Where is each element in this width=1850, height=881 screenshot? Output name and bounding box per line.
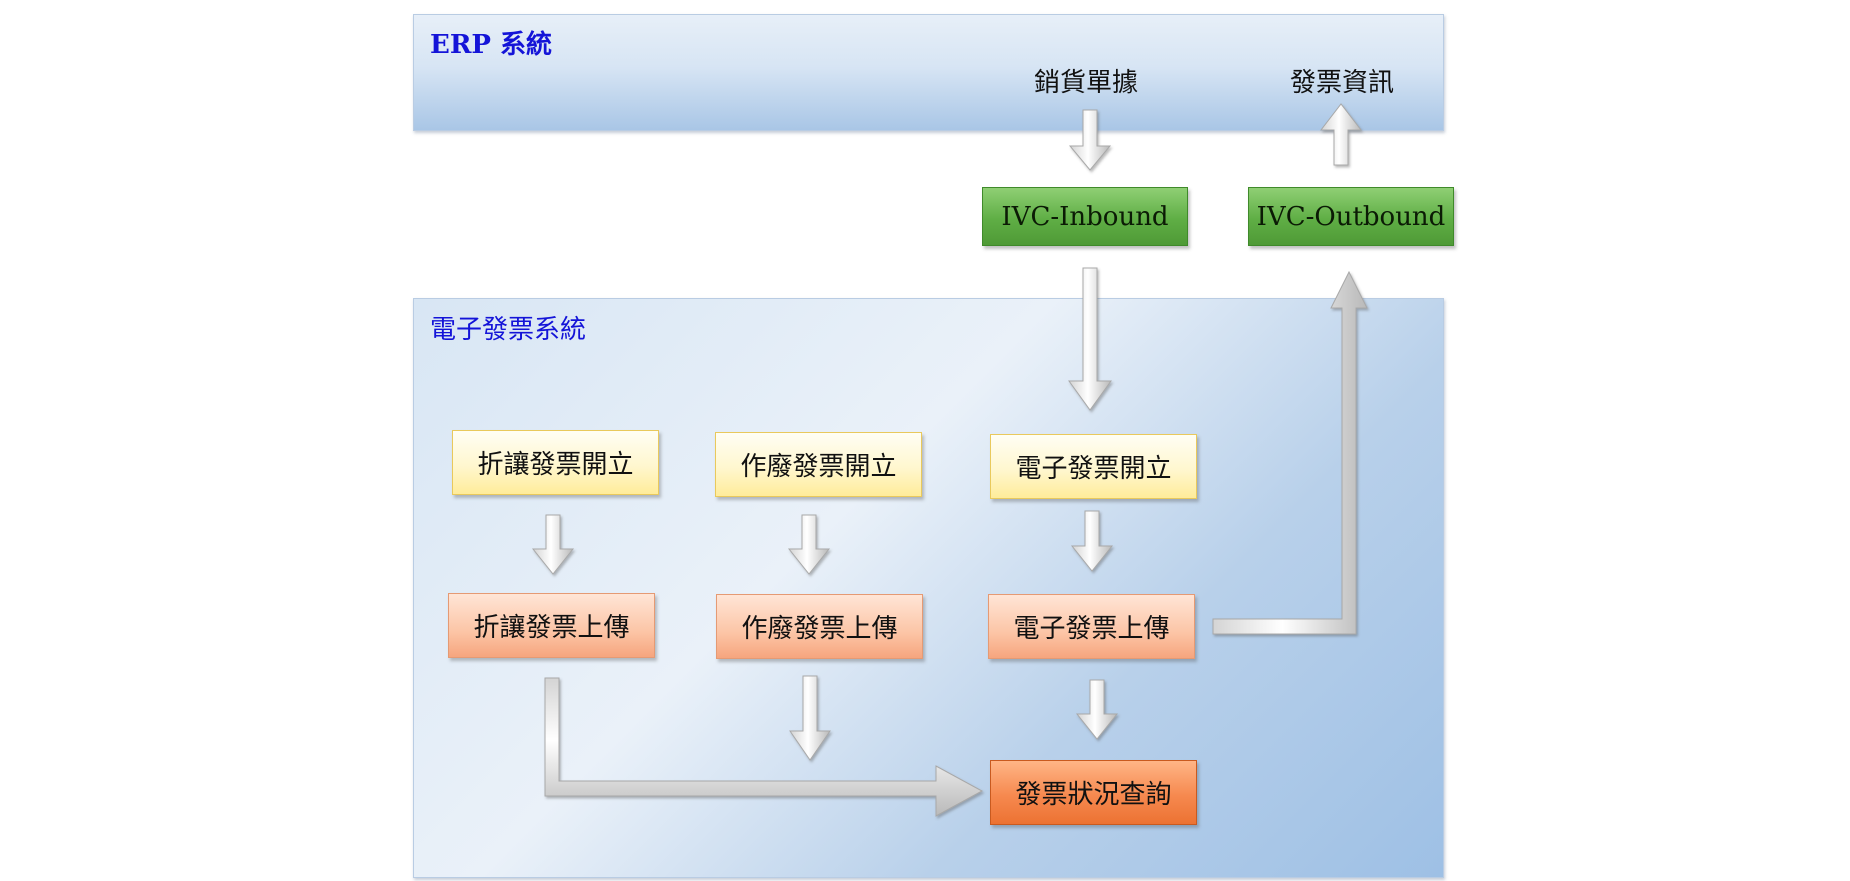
discount-invoice-issue-box: 折讓發票開立 bbox=[452, 430, 659, 495]
arrow-void-upload-down bbox=[789, 675, 831, 761]
arrow-discount-upload-to-query bbox=[544, 677, 984, 817]
arrow-outbound-to-invoice-info bbox=[1319, 103, 1363, 166]
arrow-void-issue-to-upload bbox=[787, 514, 831, 575]
sales-docs-label: 銷貨單據 bbox=[1034, 68, 1139, 98]
erp-system-panel bbox=[413, 14, 1444, 131]
ivc-outbound-box: IVC-Outbound bbox=[1248, 187, 1454, 246]
void-invoice-issue-box: 作廢發票開立 bbox=[715, 432, 922, 497]
invoice-status-query-box: 發票狀況查詢 bbox=[990, 760, 1197, 825]
invoice-info-label: 發票資訊 bbox=[1290, 68, 1395, 98]
einvoice-panel-title: 電子發票系統 bbox=[430, 315, 587, 345]
discount-invoice-upload-box: 折讓發票上傳 bbox=[448, 593, 655, 658]
arrow-sales-to-inbound bbox=[1068, 109, 1112, 171]
arrow-inbound-to-einvoice-issue bbox=[1068, 267, 1112, 411]
erp-panel-title: ERP 系統 bbox=[430, 30, 553, 60]
einvoice-upload-box: 電子發票上傳 bbox=[988, 594, 1195, 659]
arrow-einvoice-issue-to-upload bbox=[1070, 510, 1114, 572]
void-invoice-upload-box: 作廢發票上傳 bbox=[716, 594, 923, 659]
einvoice-issue-box: 電子發票開立 bbox=[990, 434, 1197, 499]
arrow-einvoice-upload-to-outbound bbox=[1212, 270, 1368, 635]
arrow-einvoice-upload-to-query bbox=[1075, 679, 1119, 740]
ivc-inbound-box: IVC-Inbound bbox=[982, 187, 1188, 246]
arrow-discount-issue-to-upload bbox=[531, 514, 575, 575]
